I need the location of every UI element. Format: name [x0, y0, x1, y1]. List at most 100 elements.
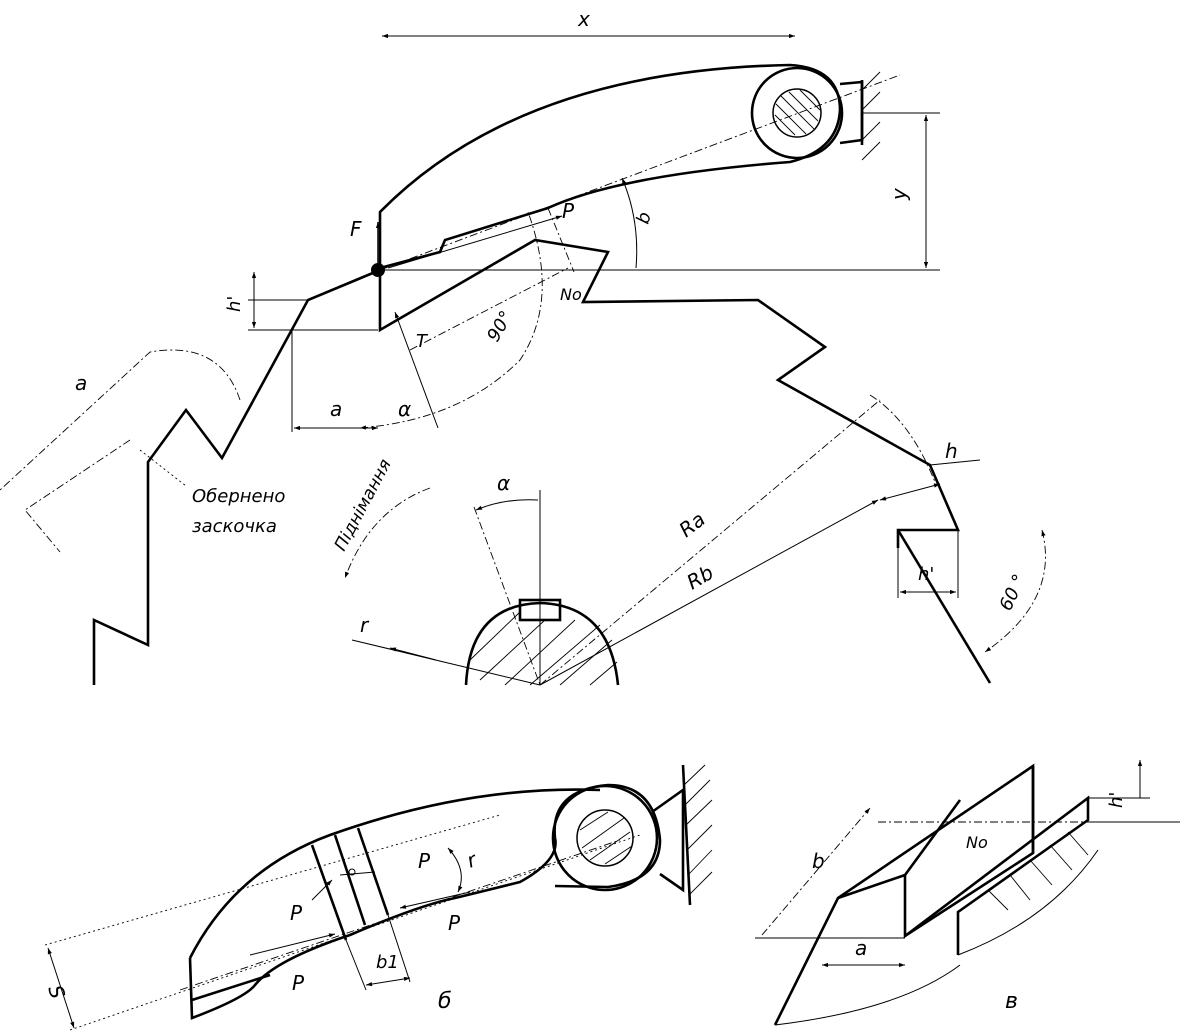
mount-b-hatch — [683, 764, 713, 896]
label-b-angle: b — [633, 210, 656, 226]
label-h: h — [945, 439, 958, 463]
angle-b-arc — [621, 177, 638, 269]
label-Rb: Rb — [683, 560, 718, 594]
label-alpha-lower: α — [398, 397, 411, 421]
label-b-c: b — [812, 849, 825, 873]
tip-arc — [869, 394, 936, 483]
pivot-centerline — [379, 74, 901, 271]
swing-arc — [359, 211, 543, 430]
mount-b-bracket — [651, 787, 685, 893]
label-Ra: Ra — [674, 507, 709, 542]
block-c-wedge — [904, 795, 1090, 955]
arrow-P-b4 — [249, 933, 336, 956]
view-b: S r b1 P P P P б — [43, 764, 713, 1031]
bearing-outer — [750, 66, 844, 160]
label-obernena-2: заскочка — [192, 516, 277, 537]
view-c: h' No b a в — [755, 760, 1180, 1026]
alpha-center-arc — [475, 499, 539, 511]
dim-h-line — [879, 483, 941, 501]
mount-bracket — [839, 80, 864, 145]
label-a-mid: a — [330, 397, 342, 421]
dim-b-c-line — [761, 807, 871, 936]
reversed-pawl-top — [0, 349, 241, 491]
label-alpha-center: α — [497, 471, 510, 495]
slice-line-2 — [333, 834, 367, 926]
bearing-inner — [772, 88, 822, 138]
label-P-top: P — [562, 199, 575, 223]
label-hprime-c: h' — [1106, 792, 1127, 808]
bearing-b-inner — [576, 809, 634, 867]
label-P-b1: P — [290, 901, 303, 925]
label-P-b4: P — [292, 971, 305, 995]
pawl-b-inner-line — [191, 973, 271, 1002]
dim-S-line — [47, 947, 75, 1029]
pawl-outline — [378, 63, 842, 270]
radius-r-arrow — [389, 647, 437, 661]
label-No-c: No — [966, 833, 988, 852]
tooth-flank-line — [896, 529, 992, 684]
mount-hatch — [861, 71, 881, 161]
radius-r-line — [351, 639, 541, 686]
perp-dash-line — [409, 267, 569, 351]
label-a-c: a — [855, 936, 867, 960]
reversed-pawl-bottom — [24, 439, 131, 553]
radius-Rb — [539, 499, 879, 686]
slice-center — [348, 868, 356, 876]
arrow-P-b3 — [399, 891, 471, 909]
force-P-arrow — [387, 215, 563, 269]
block-c-hatch — [987, 831, 1089, 911]
slice-line-1 — [310, 844, 348, 941]
lift-direction-arc — [344, 487, 431, 579]
label-T: T — [416, 331, 429, 352]
label-S: S — [43, 982, 70, 1002]
slice-center-mark — [339, 871, 376, 876]
r-b-arc — [447, 847, 463, 893]
label-60: 60 ° — [995, 571, 1030, 614]
label-r: r — [360, 613, 370, 637]
label-F: F — [350, 217, 362, 241]
bearing-hatch — [774, 89, 821, 136]
caption-b: б — [438, 989, 452, 1014]
label-P-b3: P — [448, 911, 461, 935]
dim-b1-line — [365, 976, 411, 987]
pawl-b-lower — [188, 783, 662, 1020]
arrow-P-b1 — [311, 879, 333, 901]
caption-c: в — [1005, 989, 1018, 1014]
radius-Ra — [539, 399, 881, 686]
label-90: 90° — [483, 307, 517, 345]
label-pidnimannya: Піднімання — [331, 456, 396, 554]
label-hprime-left: h' — [224, 296, 245, 312]
bearing-b-outer — [551, 784, 659, 892]
normal-line — [547, 207, 575, 273]
angle-60-arc — [984, 529, 1046, 653]
label-b1: b1 — [376, 952, 399, 973]
shaft-hatch — [469, 611, 618, 686]
view-a: x y F P b — [0, 7, 1046, 686]
pawl-b-upper — [188, 788, 601, 959]
block-c-front — [773, 763, 1035, 1026]
shaft-alpha-axis — [473, 506, 541, 686]
label-No-top: No — [560, 285, 582, 304]
dim-b1-ext-r — [387, 914, 411, 983]
label-P-b2: P — [418, 849, 431, 873]
ratchet-upper-outline — [378, 238, 960, 548]
mount-b-wall — [681, 764, 692, 906]
label-obernena-1: Обернено — [192, 486, 285, 507]
label-x: x — [577, 7, 590, 31]
block-c-curve — [957, 849, 1099, 956]
label-a-left: a — [75, 371, 87, 395]
pawl-b-axis-lower — [69, 834, 641, 1031]
ratchet-left-teeth — [92, 268, 381, 685]
bearing-b-hatch — [579, 811, 633, 865]
block-c-base — [774, 964, 961, 1026]
pawl-b-axis-upper — [44, 814, 501, 946]
slice-line-3 — [356, 827, 390, 916]
force-T-line — [394, 311, 439, 429]
pawl-b-centerline — [179, 839, 621, 991]
label-y: y — [887, 187, 911, 201]
label-r-b: r — [464, 847, 482, 873]
dim-h-ext — [929, 459, 981, 466]
block-c-top — [837, 799, 962, 900]
dim-b1-ext-l — [345, 939, 367, 991]
